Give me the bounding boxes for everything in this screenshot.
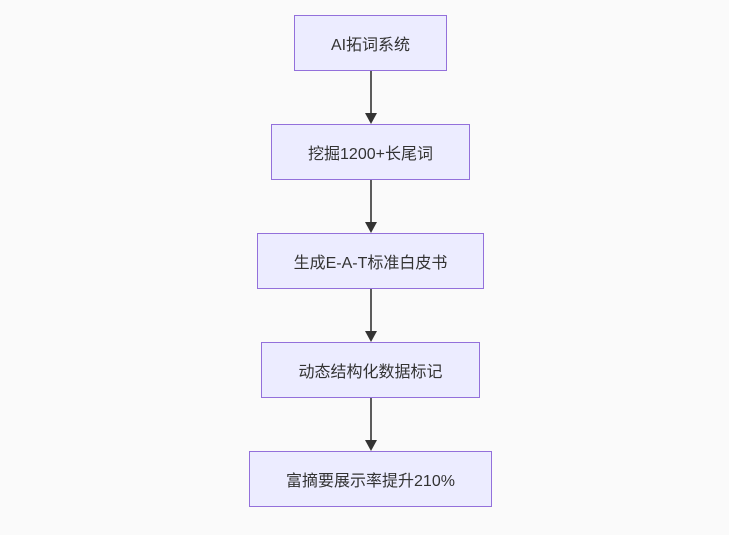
edge-connector-3: [364, 289, 377, 342]
node-label: 富摘要展示率提升210%: [286, 473, 455, 490]
arrowhead-down-icon: [364, 113, 377, 124]
arrowhead-down-icon: [364, 222, 377, 233]
edge-line: [369, 398, 372, 440]
flow-node-ai-system: AI拓词系统: [293, 15, 448, 71]
flowchart: AI拓词系统 挖掘1200+长尾词 生成E-A-T标准白皮书 动态结构化数据标记: [6, 0, 729, 507]
node-label: 挖掘1200+长尾词: [308, 146, 433, 163]
edge-line: [369, 71, 372, 113]
edge-connector-1: [364, 71, 377, 124]
flow-node-eat-whitepaper: 生成E-A-T标准白皮书: [256, 233, 485, 289]
edge-connector-2: [364, 180, 377, 233]
flow-node-structured-data: 动态结构化数据标记: [261, 342, 480, 398]
node-label: 生成E-A-T标准白皮书: [293, 255, 448, 272]
node-label: AI拓词系统: [330, 37, 411, 54]
edge-line: [369, 180, 372, 222]
arrowhead-down-icon: [364, 331, 377, 342]
arrowhead-down-icon: [364, 440, 377, 451]
flow-node-rich-snippet-rate: 富摘要展示率提升210%: [249, 451, 492, 507]
edge-connector-4: [364, 398, 377, 451]
edge-line: [369, 289, 372, 331]
node-label: 动态结构化数据标记: [298, 364, 443, 381]
flow-node-longtail-words: 挖掘1200+长尾词: [271, 124, 470, 180]
